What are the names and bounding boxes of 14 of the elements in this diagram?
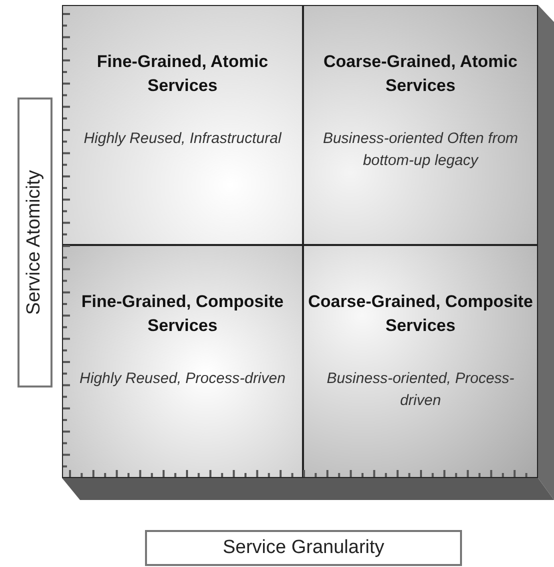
quadrant-title: Fine-Grained, Composite Services: [80, 291, 285, 337]
quadrant-title: Coarse-Grained, Composite Services: [308, 291, 533, 337]
quadrant-description: Business-oriented Often from bottom-up legacy: [322, 129, 520, 171]
axis-label: Service Granularity: [145, 530, 462, 566]
quadrant-box: [303, 5, 538, 245]
quadrant-box: [62, 5, 303, 245]
quadrant-title: Coarse-Grained, Atomic Services: [322, 51, 518, 97]
axis-label: Service Atomicity: [18, 98, 52, 388]
quadrant-box: [303, 245, 538, 478]
quadrant-box: [62, 245, 303, 478]
quadrant-description: Highly Reused, Infrastructural: [84, 129, 282, 149]
quadrant-description: Highly Reused, Process-driven: [80, 369, 286, 389]
quadrant-title: Fine-Grained, Atomic Services: [96, 51, 270, 97]
quadrant-description: Business-oriented, Process-driven: [326, 369, 516, 411]
